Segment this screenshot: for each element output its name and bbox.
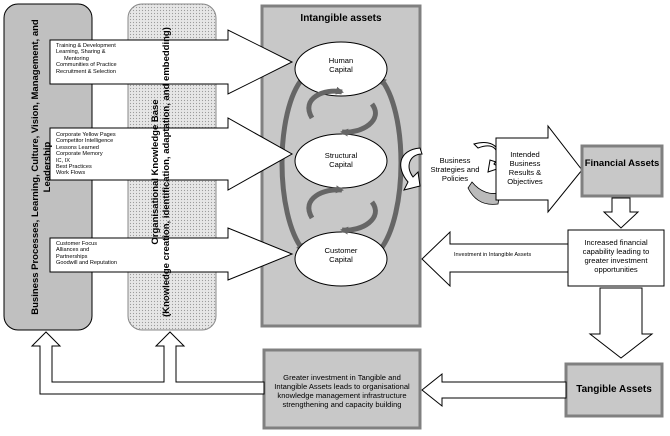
list-item: Competitor Intelligence	[56, 138, 114, 145]
list-item: Recruitment & Selection	[56, 68, 117, 75]
cycle-arrow-bottom	[306, 185, 344, 220]
structural-list: Corporate Yellow Pages Competitor Intell…	[56, 132, 226, 177]
financial-assets-label: Financial Assets	[584, 158, 660, 169]
list-item: Corporate Yellow Pages	[56, 132, 116, 138]
list-item: Goodwill and Reputation	[56, 260, 117, 267]
tangible-assets-box	[564, 362, 664, 418]
human-capital-label: Human Capital	[328, 56, 354, 74]
intangible-assets-title: Intangible assets	[300, 13, 382, 24]
list-item: IC, IX	[56, 157, 70, 164]
list-item: Work Flows	[56, 170, 86, 177]
cycle-arrow-top	[306, 86, 344, 120]
customer-list-arrow	[49, 227, 294, 281]
results-curved-arrow	[473, 142, 502, 173]
tangible-left-arrow	[421, 372, 567, 408]
list-item: Learning, Sharing &	[56, 49, 106, 56]
investment-label: Investment in Intangible Assets	[454, 252, 532, 258]
financial-assets-box	[580, 144, 664, 198]
greater-investment-label: Greater investment in Tangible and Intan…	[274, 373, 410, 409]
list-item: Alliances and	[56, 247, 90, 254]
list-item: Mentoring	[64, 55, 89, 62]
customer-capital-label: Customer Capital	[324, 246, 358, 264]
list-item: Lessons Learned	[56, 144, 99, 151]
list-item: Corporate Memory	[56, 151, 103, 158]
results-arrow	[495, 124, 583, 214]
customer-list: Customer Focus Alliances and Partnership…	[56, 241, 226, 267]
feedback-arrow	[30, 331, 265, 395]
strategy-curved-arrow	[400, 147, 423, 191]
greater-investment-box	[262, 348, 422, 430]
tangible-assets-label: Tangible Assets	[576, 384, 652, 395]
human-list-arrow	[49, 29, 294, 95]
cycle-arrow-top-2	[340, 102, 378, 137]
structural-list-arrow	[49, 117, 294, 191]
cycle-arrow-bottom-2	[340, 200, 378, 235]
financial-down-arrow	[602, 197, 640, 229]
human-list: Training & Development Learning, Sharing…	[56, 43, 226, 75]
list-item: Training & Development	[56, 43, 116, 49]
list-item: Customer Focus	[56, 241, 98, 247]
investment-arrow	[421, 230, 569, 288]
capital-loop-left	[279, 76, 306, 252]
results-label: Intended Business Results & Objectives	[507, 150, 543, 186]
tangible-down-arrow	[588, 287, 654, 359]
increased-capability-box	[567, 229, 665, 287]
strategies-label: Business Strategies and Policies	[430, 156, 480, 183]
increased-capability-label: Increased financial capability leading t…	[582, 238, 650, 274]
list-item: Best Practices	[56, 164, 92, 171]
list-item: Partnerships	[56, 253, 88, 260]
structural-capital-label: Structural Capital	[324, 151, 358, 169]
list-item: Communities of Practice	[56, 62, 117, 69]
results-curved-arrow-shadow	[467, 181, 501, 205]
human-capital-ellipse	[294, 41, 388, 97]
